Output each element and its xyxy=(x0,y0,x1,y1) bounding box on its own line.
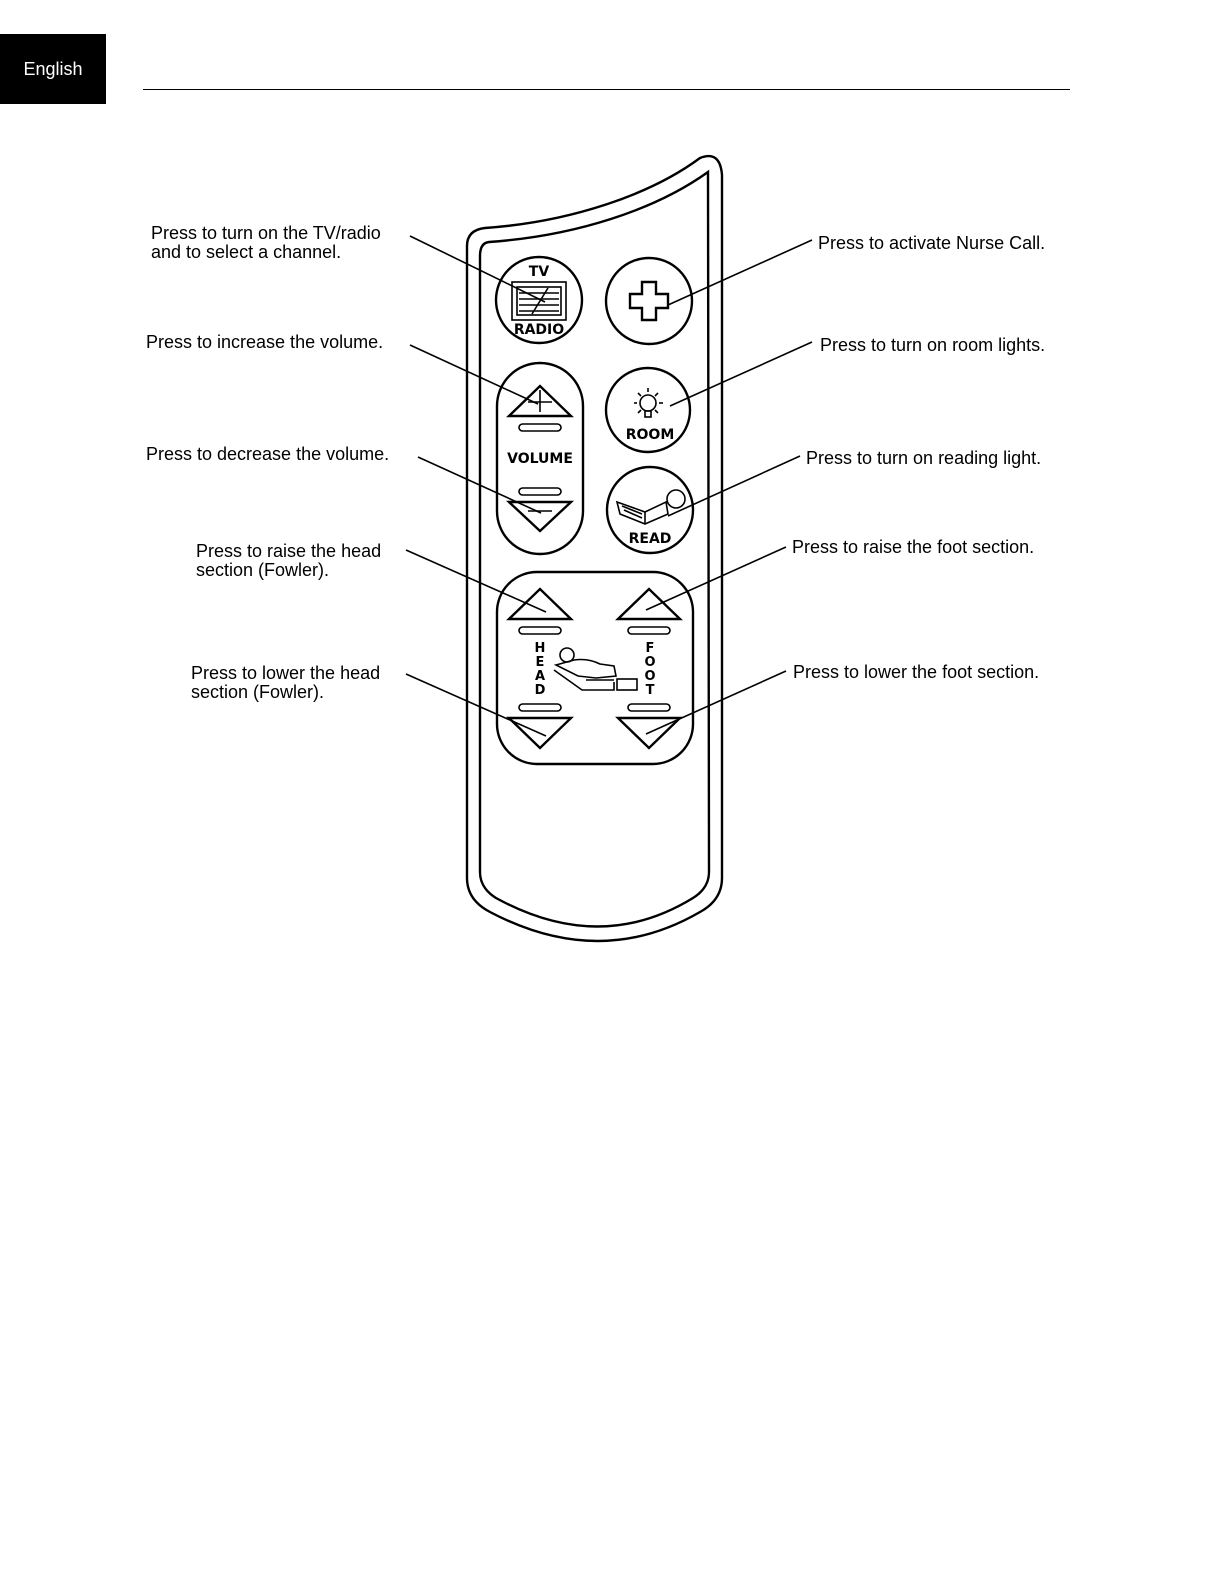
triangle-down-icon xyxy=(506,716,574,750)
head-letter-3: A xyxy=(535,669,545,684)
bed-patient-icon xyxy=(553,647,638,691)
foot-letter-1: F xyxy=(646,641,655,656)
callout-reading-light: Press to turn on reading light. xyxy=(806,448,1041,468)
read-label: READ xyxy=(629,531,672,547)
tv-label: TV xyxy=(529,264,550,280)
leader-read xyxy=(667,455,801,517)
callout-nurse-call: Press to activate Nurse Call. xyxy=(818,233,1045,253)
read-light-button[interactable]: READ xyxy=(605,465,695,555)
callout-head-down-line1: Press to lower the head xyxy=(191,663,380,683)
foot-letter-2: O xyxy=(644,655,655,670)
plus-icon xyxy=(628,280,670,322)
head-letter-2: E xyxy=(536,655,545,670)
foot-down-button[interactable] xyxy=(615,703,683,750)
leader-lines xyxy=(405,235,813,737)
callout-head-up-line1: Press to raise the head xyxy=(196,541,381,561)
room-label: ROOM xyxy=(626,427,675,443)
leader-tv xyxy=(409,235,546,303)
callout-tv-line2: and to select a channel. xyxy=(151,242,341,262)
callout-head-up-line2: section (Fowler). xyxy=(196,560,329,580)
leader-room xyxy=(669,341,813,407)
triangle-down-icon xyxy=(615,716,683,750)
callout-room-lights: Press to turn on room lights. xyxy=(820,335,1045,355)
triangle-down-icon xyxy=(505,500,575,533)
book-icon xyxy=(615,489,686,525)
leader-nurse xyxy=(667,239,813,306)
leader-foot-down xyxy=(645,670,787,735)
leader-foot-up xyxy=(645,546,787,611)
callouts-left: Press to turn on the TV/radio and to sel… xyxy=(146,223,389,702)
triangle-up-icon xyxy=(615,587,683,621)
nurse-call-button[interactable] xyxy=(604,256,694,346)
foot-letter-3: O xyxy=(644,669,655,684)
callout-volume-down: Press to decrease the volume. xyxy=(146,444,389,464)
bed-control-panel: H E A D F O O T xyxy=(495,570,695,766)
volume-label: VOLUME xyxy=(507,451,573,467)
radio-label: RADIO xyxy=(514,322,564,338)
callout-head-down-line2: section (Fowler). xyxy=(191,682,324,702)
remote-body xyxy=(465,154,724,943)
language-tab-label: English xyxy=(23,58,83,79)
head-up-button[interactable] xyxy=(506,587,574,635)
tv-icon xyxy=(511,281,567,321)
leader-head-up xyxy=(405,549,547,613)
callout-volume-up: Press to increase the volume. xyxy=(146,332,383,352)
volume-up-button[interactable] xyxy=(506,384,574,432)
head-letter-4: D xyxy=(535,683,546,698)
lightbulb-icon xyxy=(634,388,663,418)
leader-vol-down xyxy=(417,456,542,514)
tv-radio-button[interactable]: TV RADIO xyxy=(494,255,584,345)
room-light-button[interactable]: ROOM xyxy=(604,366,692,454)
leader-head-down xyxy=(405,673,547,737)
volume-down-button[interactable] xyxy=(505,487,575,533)
leader-vol-up xyxy=(409,344,539,405)
triangle-up-icon xyxy=(506,384,574,418)
callout-foot-down: Press to lower the foot section. xyxy=(793,662,1039,682)
volume-control: VOLUME xyxy=(495,361,585,556)
callout-foot-up: Press to raise the foot section. xyxy=(792,537,1034,557)
triangle-up-icon xyxy=(506,587,574,621)
callouts-right: Press to activate Nurse Call. Press to t… xyxy=(792,233,1045,682)
foot-letter-4: T xyxy=(646,683,655,698)
header-rule xyxy=(143,89,1070,90)
language-tab: English xyxy=(0,34,106,104)
callout-tv-line1: Press to turn on the TV/radio xyxy=(151,223,381,243)
foot-up-button[interactable] xyxy=(615,587,683,635)
head-down-button[interactable] xyxy=(506,703,574,750)
head-letter-1: H xyxy=(535,641,546,656)
